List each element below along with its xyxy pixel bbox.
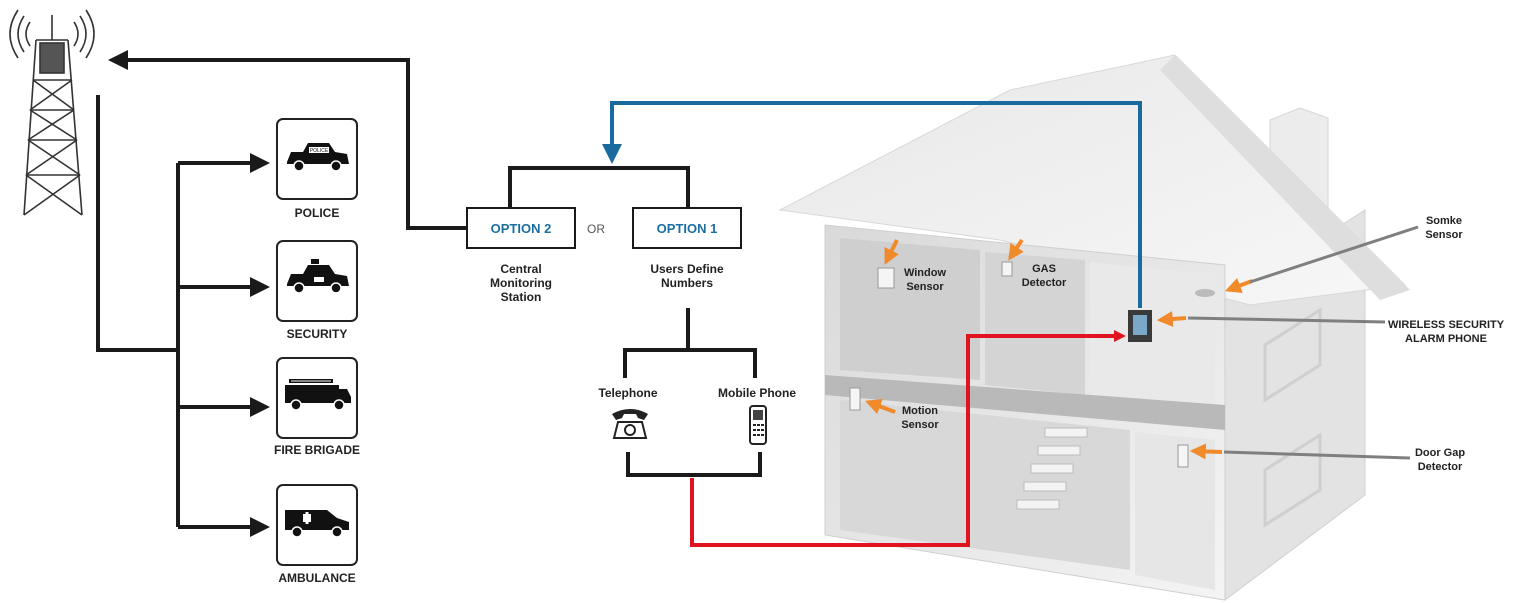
antenna-tower-icon [9,9,95,216]
police-car-sign: POLICE [310,148,329,154]
devices-to-alarm-phone-line [690,334,1120,547]
gas-detector-label: GAS Detector [1021,263,1067,289]
alarm-phone-device [1128,310,1152,342]
red-arrow-head [1114,330,1126,342]
alarm-phone-to-options-line [602,101,1142,308]
or-label: OR [587,222,605,236]
option2-box: OPTION 2 [466,207,576,249]
telephone-label: Telephone [598,386,658,400]
fire-truck-icon [285,379,351,411]
option2-to-tower-line [108,50,470,230]
telephone-icon [612,409,648,439]
security-car-icon [287,259,349,294]
alarm-phone-label: WIRELESS SECURITY ALARM PHONE [1387,319,1505,345]
devices-bottom-bracket [626,452,762,477]
ambulance-box [276,484,358,566]
devices-top-bracket [623,348,757,378]
police-label: POLICE [294,206,340,220]
ambulance-icon [285,510,349,538]
callout-lines [1187,225,1419,460]
service-arrows [178,153,270,537]
police-box: POLICE [276,118,358,200]
gas-detector-device [1001,261,1013,277]
house-illustration [778,54,1410,601]
motion-sensor-device [849,387,861,411]
door-gap-label: Door Gap Detector [1414,447,1466,473]
security-box [276,240,358,322]
ambulance-label: AMBULANCE [278,571,356,585]
sensor-indicator-arrows [864,238,1253,460]
options-bracket [508,166,690,207]
option1-box: OPTION 1 [632,207,742,249]
tower-trunk-line [96,95,178,352]
window-sensor-label: Window Sensor [903,267,947,293]
fire-brigade-label: FIRE BRIGADE [273,443,360,457]
window-sensor-device [877,267,895,289]
smoke-sensor-device [1195,289,1215,297]
police-car-icon: POLICE [287,143,349,172]
mobile-phone-label: Mobile Phone [718,386,796,400]
door-gap-device [1177,444,1189,468]
mobile-phone-icon [749,405,767,445]
motion-sensor-label: Motion Sensor [901,405,939,431]
fire-brigade-box [276,357,358,439]
security-label: SECURITY [286,327,348,341]
option2-caption: Central Monitoring Station [490,262,552,304]
smoke-sensor-label: Somke Sensor [1425,215,1463,241]
option1-caption: Users Define Numbers [650,262,724,290]
